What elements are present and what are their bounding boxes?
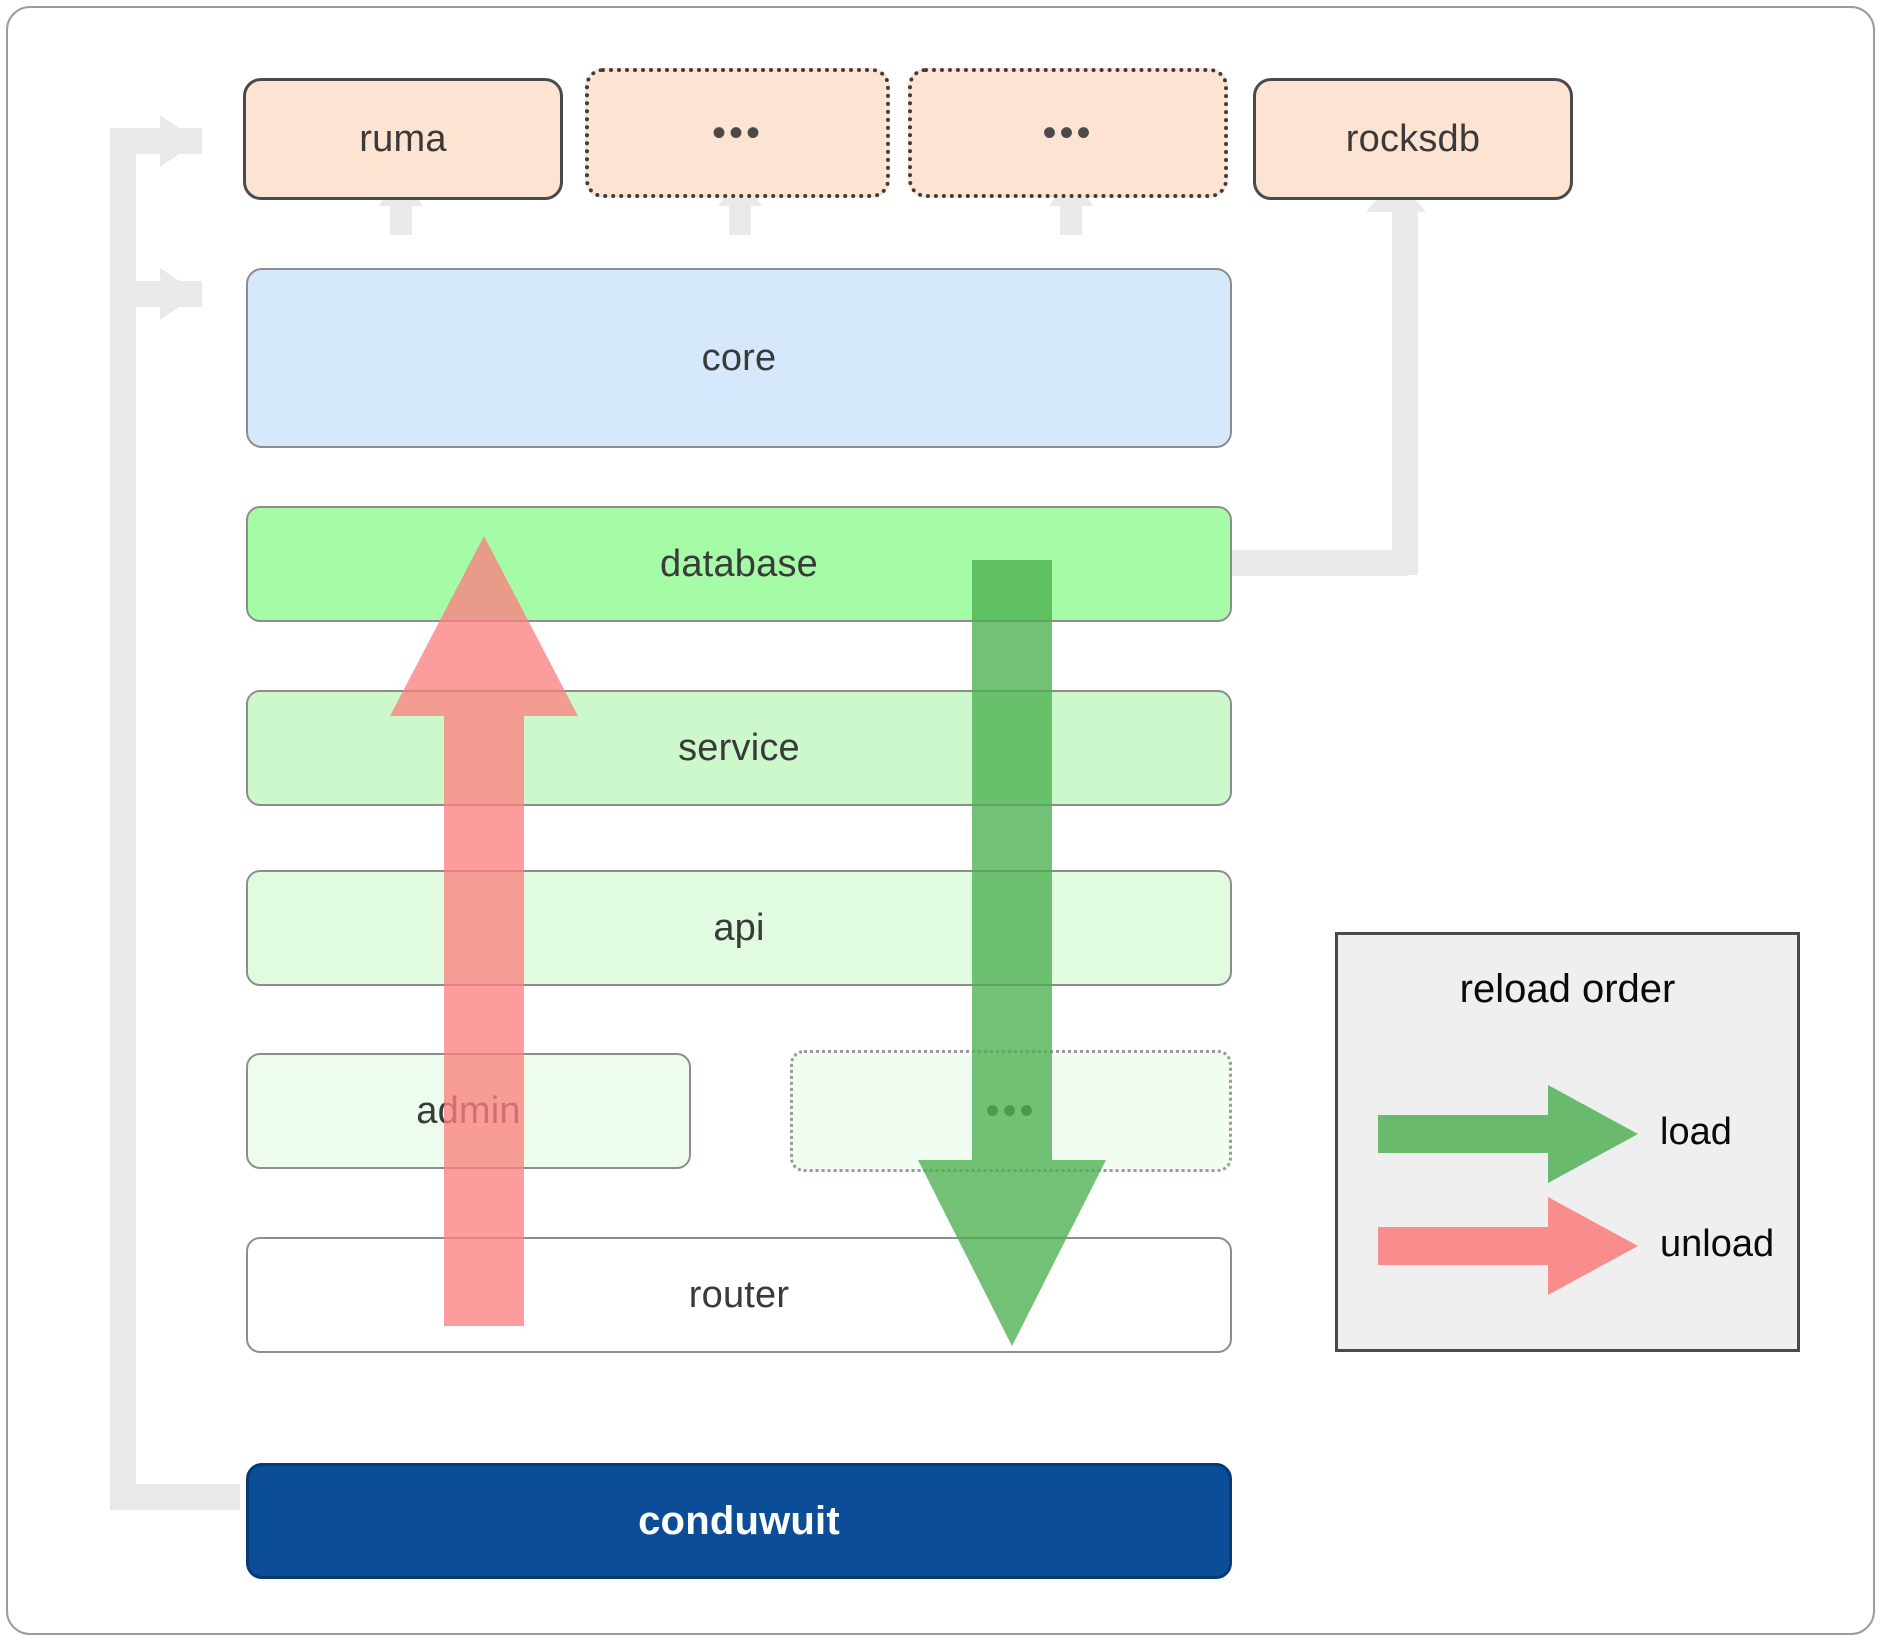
dep-connector-database-rocksdb-vertical bbox=[1392, 205, 1418, 575]
layer-box-database-label: database bbox=[660, 542, 818, 585]
legend-load-label: load bbox=[1660, 1111, 1732, 1153]
dependency-box-dots-2[interactable]: ••• bbox=[908, 68, 1228, 198]
layer-box-api[interactable]: api bbox=[246, 870, 1232, 986]
unload-arrow bbox=[390, 536, 578, 1326]
dep-arrowhead-ruma bbox=[160, 115, 198, 167]
dependency-box-rocksdb[interactable]: rocksdb bbox=[1253, 78, 1573, 200]
layer-box-core[interactable]: core bbox=[246, 268, 1232, 448]
dep-connector-database-rocksdb-horizontal bbox=[1220, 550, 1418, 576]
layer-box-router[interactable]: router bbox=[246, 1237, 1232, 1353]
dependency-box-ruma-label: ruma bbox=[359, 117, 447, 160]
layer-box-core-label: core bbox=[701, 336, 777, 379]
legend-panel: reload order load unload bbox=[1335, 932, 1800, 1352]
legend-unload-label: unload bbox=[1660, 1223, 1775, 1265]
dep-connector-bottom-horizontal bbox=[110, 1484, 240, 1510]
layer-box-service-label: service bbox=[678, 726, 800, 769]
dependency-box-rocksdb-label: rocksdb bbox=[1345, 117, 1481, 160]
layer-box-database[interactable]: database bbox=[246, 506, 1232, 622]
dependency-box-dots-1-label: ••• bbox=[711, 111, 763, 155]
layer-box-router-label: router bbox=[688, 1273, 790, 1316]
load-arrow bbox=[918, 560, 1106, 1346]
legend-title: reload order bbox=[1459, 967, 1676, 1011]
root-box-conduwuit[interactable]: conduwuit bbox=[246, 1463, 1232, 1579]
layer-box-api-label: api bbox=[713, 906, 765, 949]
root-box-conduwuit-label: conduwuit bbox=[638, 1498, 840, 1543]
legend-unload-arrow-icon bbox=[1378, 1197, 1638, 1295]
dependency-box-ruma[interactable]: ruma bbox=[243, 78, 563, 200]
dependency-box-dots-1[interactable]: ••• bbox=[585, 68, 890, 198]
dep-connector-left-vertical bbox=[110, 128, 136, 1508]
legend-load-arrow-icon bbox=[1378, 1085, 1638, 1183]
dep-arrowhead-core bbox=[160, 268, 198, 320]
dependency-box-dots-2-label: ••• bbox=[1042, 111, 1094, 155]
